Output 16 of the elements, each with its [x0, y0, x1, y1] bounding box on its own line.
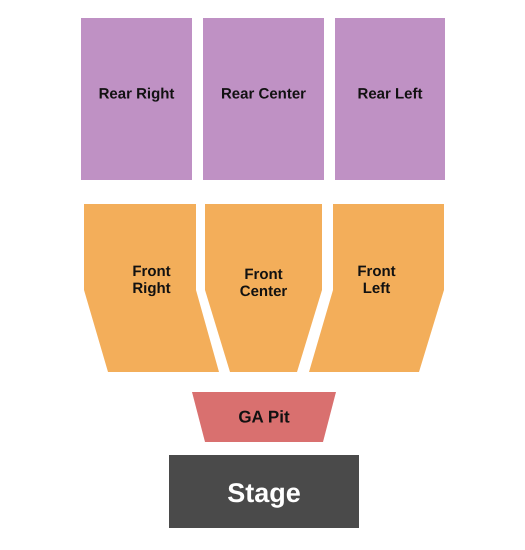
seating-section [203, 18, 324, 180]
section-label: GA Pit [237, 408, 291, 426]
section-label: Rear Right [98, 86, 176, 103]
section-label: Front Right [131, 262, 172, 297]
section-label: Front Left [356, 262, 397, 297]
seating-section [192, 392, 336, 442]
section-label: Front Center [238, 266, 288, 300]
seating-section [205, 204, 322, 372]
stage-block [169, 455, 359, 528]
seating-section [81, 18, 192, 180]
seating-section [309, 204, 444, 372]
seating-section [84, 204, 219, 372]
stage-label: Stage [226, 478, 302, 508]
section-label: Rear Left [356, 86, 424, 103]
seating-section [335, 18, 445, 180]
section-label: Rear Center [220, 86, 308, 103]
